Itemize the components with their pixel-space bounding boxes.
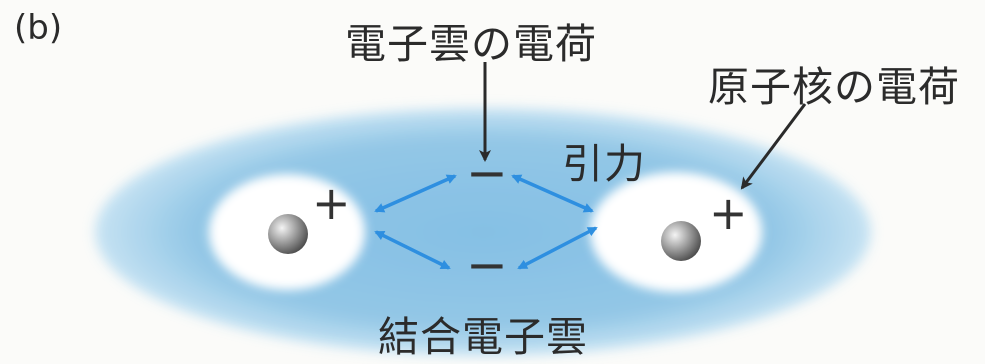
electron-cloud-charge-label: 電子雲の電荷	[345, 20, 597, 68]
pointer-nucleus-charge	[740, 103, 807, 190]
negative-charge-upper: −	[466, 144, 508, 202]
electron-cloud	[95, 108, 871, 356]
attraction-label: 引力	[562, 140, 646, 188]
positive-charge-right: +	[709, 186, 748, 240]
panel-label: (b)	[14, 8, 63, 48]
attraction-arrow-lower-right	[517, 226, 598, 270]
attraction-arrow-upper-left	[374, 174, 457, 213]
positive-charge-left: +	[312, 176, 351, 230]
bonding-electron-cloud-label: 結合電子雲	[378, 313, 588, 361]
nucleus-right	[661, 221, 701, 261]
negative-charge-lower: −	[466, 236, 508, 294]
nucleus-left	[268, 214, 308, 254]
attraction-arrow-upper-right	[511, 174, 594, 213]
attraction-arrow-lower-left	[374, 230, 451, 270]
nucleus-charge-label: 原子核の電荷	[708, 63, 960, 111]
